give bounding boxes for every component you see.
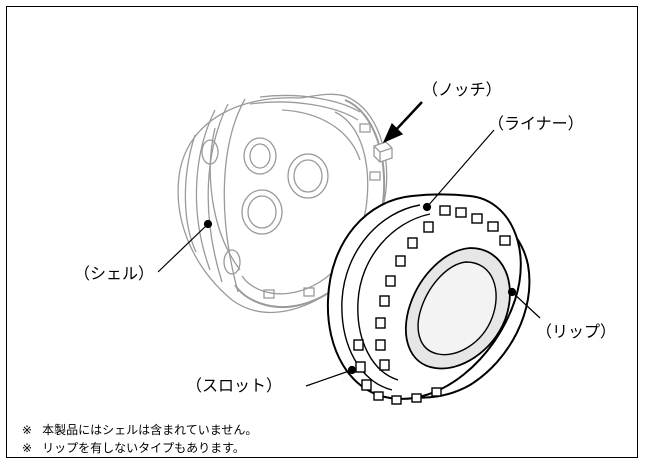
note-2-mark: ※ — [22, 441, 33, 455]
note-1: ※ 本製品にはシェルは含まれていません。 — [22, 424, 257, 436]
callout-lines — [157, 101, 541, 387]
note-2: ※ リップを有しないタイプもあります。 — [22, 442, 245, 454]
note-2-text: リップを有しないタイプもあります。 — [42, 441, 245, 455]
shell-label: （シェル） — [74, 264, 155, 283]
lip-label: （リップ） — [536, 322, 617, 341]
note-1-text: 本製品にはシェルは含まれていません。 — [42, 423, 258, 437]
slot-label: （スロット） — [186, 376, 283, 395]
notch-label: （ノッチ） — [422, 80, 502, 99]
liner-label: （ライナー） — [488, 114, 584, 133]
note-1-mark: ※ — [22, 423, 33, 437]
liner-part — [326, 193, 531, 405]
